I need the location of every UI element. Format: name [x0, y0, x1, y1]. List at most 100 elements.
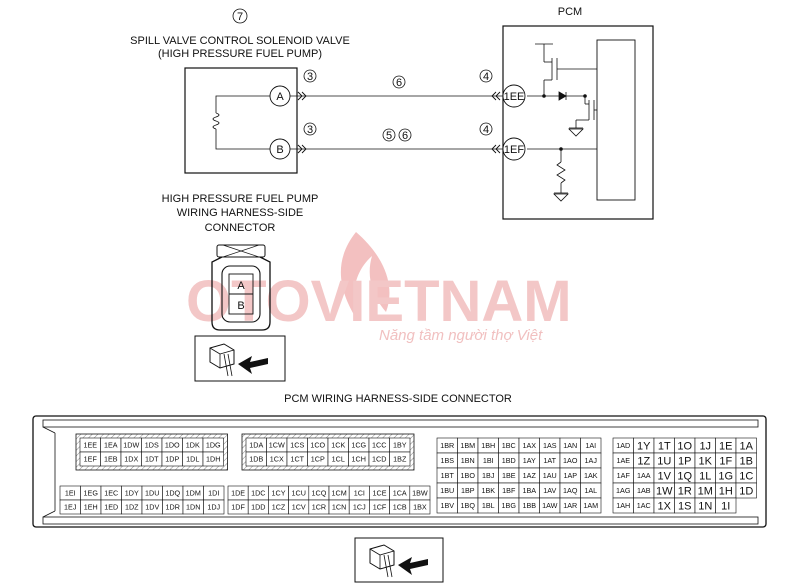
pin-label: 1X: [658, 501, 672, 513]
pin-label: 1BV: [440, 501, 454, 510]
pin-label: 1J: [699, 441, 711, 453]
pin-label: 1DZ: [125, 503, 139, 512]
pcm-label: PCM: [558, 6, 582, 18]
svg-text:1EF: 1EF: [504, 144, 524, 156]
component-label-line2: (HIGH PRESSURE FUEL PUMP): [158, 48, 322, 60]
pin-label: 1AL: [584, 486, 597, 495]
pin-label: 1AB: [637, 486, 651, 495]
pin-label: 1DF: [231, 503, 245, 512]
watermark-sub: Năng tầm người thợ Việt: [379, 327, 543, 344]
pin-label: 1AS: [543, 441, 557, 450]
pin-label: 1DC: [251, 489, 265, 498]
pin-label: 1DN: [186, 503, 200, 512]
pin-label: 1A: [740, 441, 754, 453]
pin-label: 1CV: [292, 503, 306, 512]
connector-label-line3: CONNECTOR: [205, 222, 276, 234]
pin-label: 1CU: [292, 489, 306, 498]
terminal-1ee: [502, 84, 526, 108]
pcm-ic-block: [596, 39, 636, 201]
pin-label: 1CC: [372, 441, 386, 450]
callout-b-wire-1: [382, 128, 396, 142]
pin-label: 1S: [678, 501, 691, 513]
pin-label: 1AR: [563, 501, 577, 510]
pin-label: 1CT: [290, 455, 304, 464]
pin-label: 1EB: [104, 455, 118, 464]
callout-b-wire-2: [398, 128, 412, 142]
terminal-1ef: [502, 137, 526, 161]
pin-label: 1H: [719, 486, 733, 498]
pin-label: 1V: [658, 471, 672, 483]
pin-label: 1Y: [637, 441, 651, 453]
svg-text:A: A: [276, 91, 284, 103]
pin-label: 1CZ: [272, 503, 286, 512]
pin-label: 1AP: [563, 471, 577, 480]
pin-label: 1C: [739, 471, 753, 483]
pin-label: 1DY: [125, 489, 139, 498]
pin-label: 1Z: [637, 456, 650, 468]
pin-label: 1CG: [351, 441, 366, 450]
watermark: OTOVIETNAM Năng tầm người thợ Việt: [186, 232, 572, 344]
pin-label: 1BU: [440, 486, 454, 495]
pin-label: 1DA: [249, 441, 263, 450]
pin-label: 1DD: [251, 503, 265, 512]
pin-label: 1AA: [637, 471, 651, 480]
svg-text:4: 4: [483, 71, 489, 83]
pin-cell: [202, 451, 224, 467]
svg-text:B: B: [276, 144, 283, 156]
connector-insert-icon-2: [354, 537, 444, 583]
callout-b-left: [303, 122, 317, 136]
pin-label: 1CP: [311, 455, 325, 464]
pin-label: 1E: [719, 441, 732, 453]
pin-label: 1CR: [312, 503, 326, 512]
coil-icon: [212, 112, 220, 130]
pin-label: 1BK: [481, 486, 495, 495]
pin-label: 1CY: [272, 489, 286, 498]
pin-label: 1BW: [412, 489, 428, 498]
pin-label: 1G: [718, 471, 733, 483]
pin-label: 1AZ: [523, 471, 537, 480]
callout-a-left: [303, 69, 317, 83]
pin-label: 1DS: [145, 441, 159, 450]
pin-label: 1M: [698, 486, 713, 498]
callout-b-right: [479, 122, 493, 136]
pin-label: 1B: [740, 456, 753, 468]
pin-label: 1BF: [502, 486, 516, 495]
pin-label: 1EC: [104, 489, 118, 498]
pin-label: 1AC: [637, 501, 651, 510]
svg-text:6: 6: [396, 77, 402, 89]
pin-label: 1P: [678, 456, 691, 468]
pin-label: 1DK: [186, 441, 200, 450]
svg-text:5: 5: [386, 130, 392, 142]
pin-label: 1O: [677, 441, 692, 453]
pin-label: 1F: [719, 456, 732, 468]
pin-label: 1CK: [331, 441, 345, 450]
pin-label: 1CQ: [312, 489, 327, 498]
pin-label: 1W: [656, 486, 673, 498]
pin-cell: [580, 497, 602, 514]
pin-label: 1AO: [563, 456, 578, 465]
svg-text:7: 7: [237, 11, 243, 23]
pin-label: 1AU: [543, 471, 557, 480]
pin-label: 1DX: [124, 455, 138, 464]
pin-label: 1AQ: [563, 486, 578, 495]
pin-label: 1BO: [461, 471, 476, 480]
pin-label: 1EG: [84, 489, 99, 498]
pin-label: 1EF: [84, 455, 98, 464]
pin-label: 1DJ: [207, 503, 220, 512]
pin-label: 1AG: [616, 486, 631, 495]
pin-label: 1DQ: [165, 489, 180, 498]
pin-label: 1BN: [461, 456, 475, 465]
connector-insert-icon: [194, 335, 286, 382]
pin-label: 1CM: [332, 489, 347, 498]
pin-label: 1AD: [616, 441, 630, 450]
pin-label: 1BH: [481, 441, 495, 450]
pin-label: 1DP: [165, 455, 179, 464]
svg-text:4: 4: [483, 124, 489, 136]
pcm-box: 1EE 1EF: [502, 25, 654, 220]
pin-label: 1BE: [502, 471, 516, 480]
pin-label: 1R: [678, 486, 692, 498]
pin-label: 1BM: [460, 441, 475, 450]
pin-label: 1BG: [502, 501, 517, 510]
component-label-line1: SPILL VALVE CONTROL SOLENOID VALVE: [130, 35, 350, 47]
pin-label: 1DI: [208, 489, 219, 498]
